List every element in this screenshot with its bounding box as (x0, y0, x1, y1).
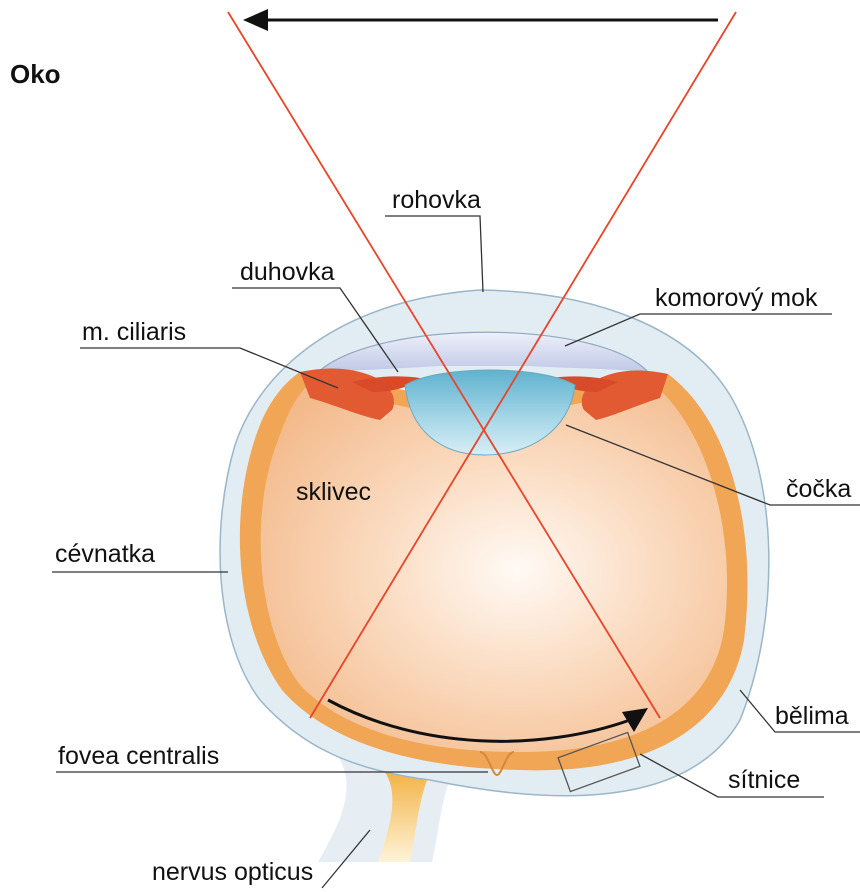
label-rohovka: rohovka (392, 186, 481, 214)
label-nervus-opticus: nervus opticus (152, 858, 313, 886)
leader-rohovka (385, 216, 483, 292)
label-komorovy-mok: komorový mok (655, 284, 818, 312)
diagram-title: Oko (10, 59, 61, 89)
label-belima: bělima (775, 702, 849, 730)
label-fovea-centralis: fovea centralis (58, 742, 219, 770)
label-cocka: čočka (786, 475, 851, 503)
label-duhovka: duhovka (240, 258, 335, 286)
label-m-ciliaris: m. ciliaris (82, 318, 186, 346)
label-sklivec: sklivec (296, 478, 371, 506)
label-sitnice: sítnice (728, 766, 800, 794)
object-arrow (243, 9, 718, 31)
label-cevnatka: cévnatka (55, 540, 155, 568)
